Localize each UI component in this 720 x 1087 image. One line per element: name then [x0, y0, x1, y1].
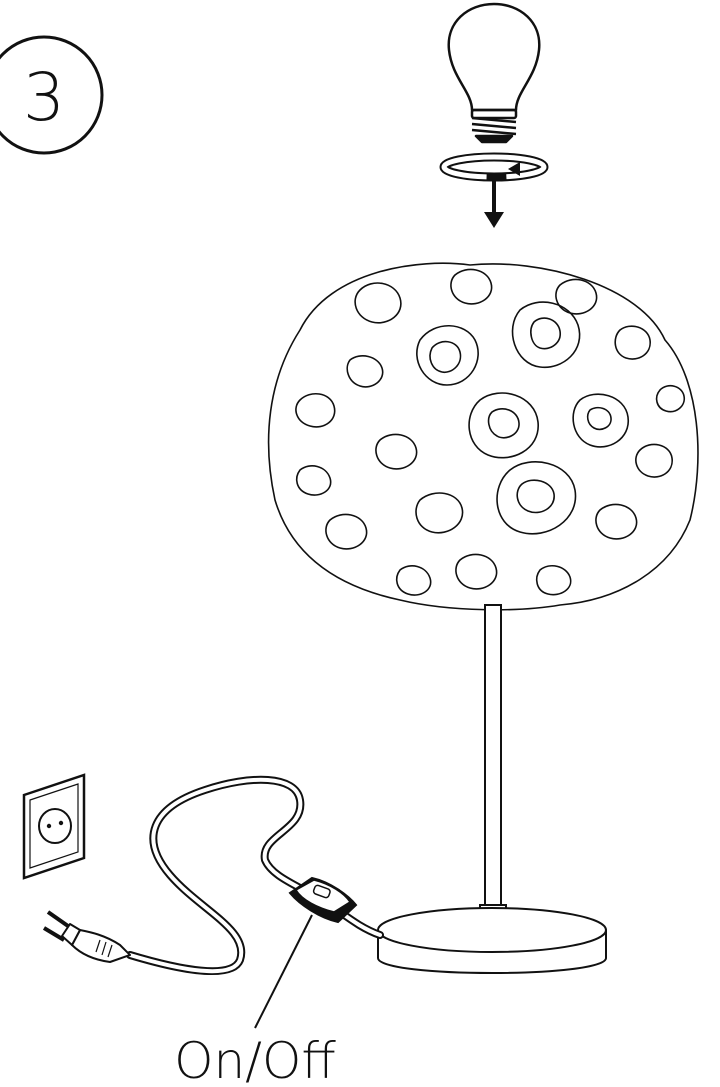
down-arrow-icon [484, 178, 504, 228]
light-bulb-icon [449, 4, 540, 142]
callout-leader-line [255, 915, 312, 1028]
lamp-stem [480, 605, 506, 915]
power-cord [130, 780, 380, 971]
power-plug-icon [44, 912, 130, 962]
step-badge: 3 [0, 37, 102, 153]
step-number: 3 [23, 59, 65, 136]
rotate-clockwise-icon [444, 157, 544, 177]
switch-label: On/Off [174, 1032, 336, 1087]
rose-lamp-shade [269, 263, 698, 610]
wall-socket-icon [24, 775, 84, 878]
lamp-base [378, 908, 606, 973]
